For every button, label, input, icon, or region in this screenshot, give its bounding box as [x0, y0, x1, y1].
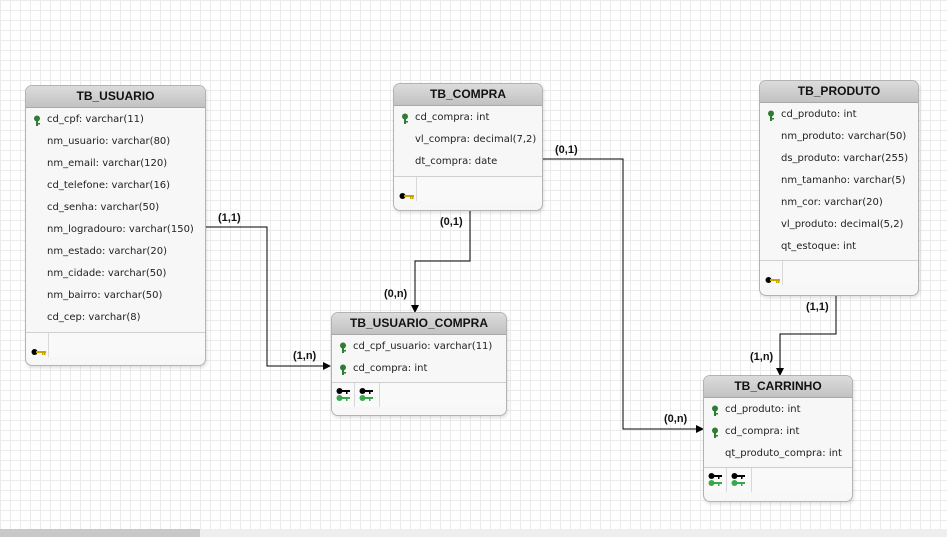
- attribute-row[interactable]: cd_compra: int: [704, 421, 852, 443]
- entity-title: TB_PRODUTO: [760, 81, 918, 103]
- horizontal-scrollbar[interactable]: [0, 529, 947, 537]
- index-section: [394, 176, 542, 201]
- key-icon: [710, 426, 720, 448]
- attribute-label: cd_telefone: varchar(16): [47, 180, 171, 191]
- attribute-row[interactable]: cd_compra: int: [394, 107, 542, 129]
- attribute-row[interactable]: cd_produto: int: [760, 104, 918, 126]
- attribute-row[interactable]: cd_cep: varchar(8): [26, 307, 205, 329]
- entity-title: TB_USUARIO: [26, 86, 205, 108]
- attribute-label: cd_produto: int: [781, 109, 857, 120]
- entity-title: TB_USUARIO_COMPRA: [332, 313, 506, 335]
- attribute-row[interactable]: cd_telefone: varchar(16): [26, 175, 205, 197]
- attribute-label: cd_compra: int: [415, 112, 490, 123]
- entity-tb-usuario-compra[interactable]: TB_USUARIO_COMPRA cd_cpf_usuario: varcha…: [331, 312, 507, 416]
- entity-title: TB_CARRINHO: [704, 376, 852, 398]
- index-section: [332, 382, 506, 407]
- cardinality-label: (0,n): [384, 288, 408, 300]
- primary-key-index-icon: [31, 341, 47, 360]
- cardinality-label: (1,1): [806, 301, 829, 313]
- attribute-row[interactable]: cd_cpf: varchar(11): [26, 109, 205, 131]
- attribute-label: cd_cpf: varchar(11): [47, 114, 144, 125]
- attribute-row[interactable]: nm_email: varchar(120): [26, 153, 205, 175]
- attribute-row[interactable]: nm_cidade: varchar(50): [26, 263, 205, 285]
- entity-tb-carrinho[interactable]: TB_CARRINHO cd_produto: int cd_compra: i…: [703, 375, 853, 502]
- index-section: [26, 332, 205, 357]
- attribute-row[interactable]: nm_produto: varchar(50): [760, 126, 918, 148]
- attribute-row[interactable]: nm_cor: varchar(20): [760, 192, 918, 214]
- primary-key-index-icon: [399, 185, 415, 204]
- scrollbar-thumb[interactable]: [0, 529, 200, 537]
- line-usuario-to-usuario-compra: [205, 226, 331, 370]
- entity-tb-usuario[interactable]: TB_USUARIO cd_cpf: varchar(11) nm_usuari…: [25, 85, 206, 366]
- attribute-label: cd_senha: varchar(50): [47, 202, 160, 213]
- index-section: [760, 260, 918, 285]
- key-icon: [32, 114, 42, 136]
- foreign-key-icon: [359, 387, 375, 407]
- attribute-label: nm_cor: varchar(20): [781, 197, 883, 208]
- attribute-row[interactable]: dt_compra: date: [394, 151, 542, 173]
- attribute-label: qt_produto_compra: int: [725, 448, 842, 459]
- cardinality-label: (1,1): [218, 212, 241, 224]
- cardinality-label: (1,n): [293, 350, 317, 362]
- attribute-label: nm_cidade: varchar(50): [47, 268, 167, 279]
- cardinality-label: (0,1): [440, 216, 463, 228]
- key-icon: [400, 112, 410, 134]
- attribute-label: ds_produto: varchar(255): [781, 153, 909, 164]
- attribute-row[interactable]: qt_produto_compra: int: [704, 443, 852, 465]
- primary-key-index-icon: [765, 269, 781, 288]
- attribute-row[interactable]: ds_produto: varchar(255): [760, 148, 918, 170]
- attribute-row[interactable]: cd_produto: int: [704, 399, 852, 421]
- cardinality-label: (1,n): [750, 351, 774, 363]
- attribute-row[interactable]: cd_cpf_usuario: varchar(11): [332, 336, 506, 358]
- cardinality-label: (0,n): [664, 413, 688, 425]
- attribute-label: nm_bairro: varchar(50): [47, 290, 163, 301]
- line-compra-to-carrinho: [542, 158, 704, 433]
- entity-tb-compra[interactable]: TB_COMPRA cd_compra: int vl_compra: deci…: [393, 83, 543, 211]
- attribute-label: qt_estoque: int: [781, 241, 857, 252]
- attribute-label: cd_produto: int: [725, 404, 801, 415]
- attribute-label: nm_tamanho: varchar(5): [781, 175, 906, 186]
- attribute-row[interactable]: vl_compra: decimal(7,2): [394, 129, 542, 151]
- attribute-label: cd_cep: varchar(8): [47, 312, 141, 323]
- attribute-label: cd_compra: int: [353, 363, 428, 374]
- attribute-row[interactable]: qt_estoque: int: [760, 236, 918, 258]
- entity-tb-produto[interactable]: TB_PRODUTO cd_produto: int nm_produto: v…: [759, 80, 919, 296]
- attribute-row[interactable]: nm_tamanho: varchar(5): [760, 170, 918, 192]
- foreign-key-icon: [336, 387, 352, 407]
- foreign-key-icon: [731, 472, 747, 492]
- attribute-label: dt_compra: date: [415, 156, 498, 167]
- attribute-row[interactable]: cd_compra: int: [332, 358, 506, 380]
- attribute-row[interactable]: vl_produto: decimal(5,2): [760, 214, 918, 236]
- key-icon: [338, 363, 348, 385]
- attribute-label: nm_logradouro: varchar(150): [47, 224, 194, 235]
- attribute-label: vl_compra: decimal(7,2): [415, 134, 537, 145]
- attribute-row[interactable]: nm_bairro: varchar(50): [26, 285, 205, 307]
- attribute-label: cd_compra: int: [725, 426, 800, 437]
- attribute-row[interactable]: nm_logradouro: varchar(150): [26, 219, 205, 241]
- attribute-label: nm_estado: varchar(20): [47, 246, 168, 257]
- attribute-label: vl_produto: decimal(5,2): [781, 219, 904, 230]
- key-icon: [338, 341, 348, 363]
- attribute-row[interactable]: nm_estado: varchar(20): [26, 241, 205, 263]
- entity-title: TB_COMPRA: [394, 84, 542, 106]
- key-icon: [766, 109, 776, 131]
- attribute-row[interactable]: nm_usuario: varchar(80): [26, 131, 205, 153]
- attribute-row[interactable]: cd_senha: varchar(50): [26, 197, 205, 219]
- attribute-label: nm_usuario: varchar(80): [47, 136, 171, 147]
- key-icon: [710, 404, 720, 426]
- attribute-label: nm_email: varchar(120): [47, 158, 168, 169]
- attribute-label: nm_produto: varchar(50): [781, 131, 907, 142]
- attribute-label: cd_cpf_usuario: varchar(11): [353, 341, 493, 352]
- foreign-key-icon: [708, 472, 724, 492]
- cardinality-label: (0,1): [555, 144, 578, 156]
- index-section: [704, 467, 852, 492]
